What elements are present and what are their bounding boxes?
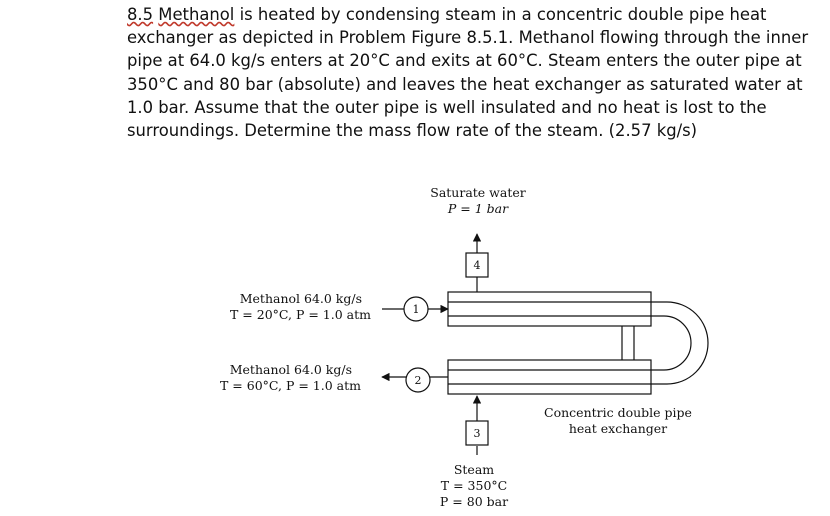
problem-text: is heated by condensing steam in a conce… [127,5,809,141]
stream3-label: 3 [474,427,481,440]
problem-methanol-word: Methanol [158,5,235,24]
saturate-water-label: Saturate water P = 1 bar [430,185,526,216]
bottom-outer-pipe [447,359,652,395]
u-bend-inner [651,315,692,371]
exchanger-caption: Concentric double pipe heat exchanger [544,405,692,436]
stream2-label: 2 [415,374,422,387]
problem-number: 8.5 [127,5,154,24]
methanol-inlet-label: Methanol 64.0 kg/s T = 20°C, P = 1.0 atm [230,291,371,322]
methanol-outlet-label: Methanol 64.0 kg/s T = 60°C, P = 1.0 atm [220,362,361,393]
top-outer-pipe [447,291,652,327]
stream1-label: 1 [413,303,420,316]
stream2-node [405,367,431,393]
u-bend [651,301,709,385]
stream1-node [403,296,429,322]
problem-statement: 8.5 Methanol is heated by condensing ste… [127,3,817,142]
steam-inlet-label: Steam T = 350°C P = 80 bar [439,462,509,509]
stream4-label: 4 [474,259,481,272]
